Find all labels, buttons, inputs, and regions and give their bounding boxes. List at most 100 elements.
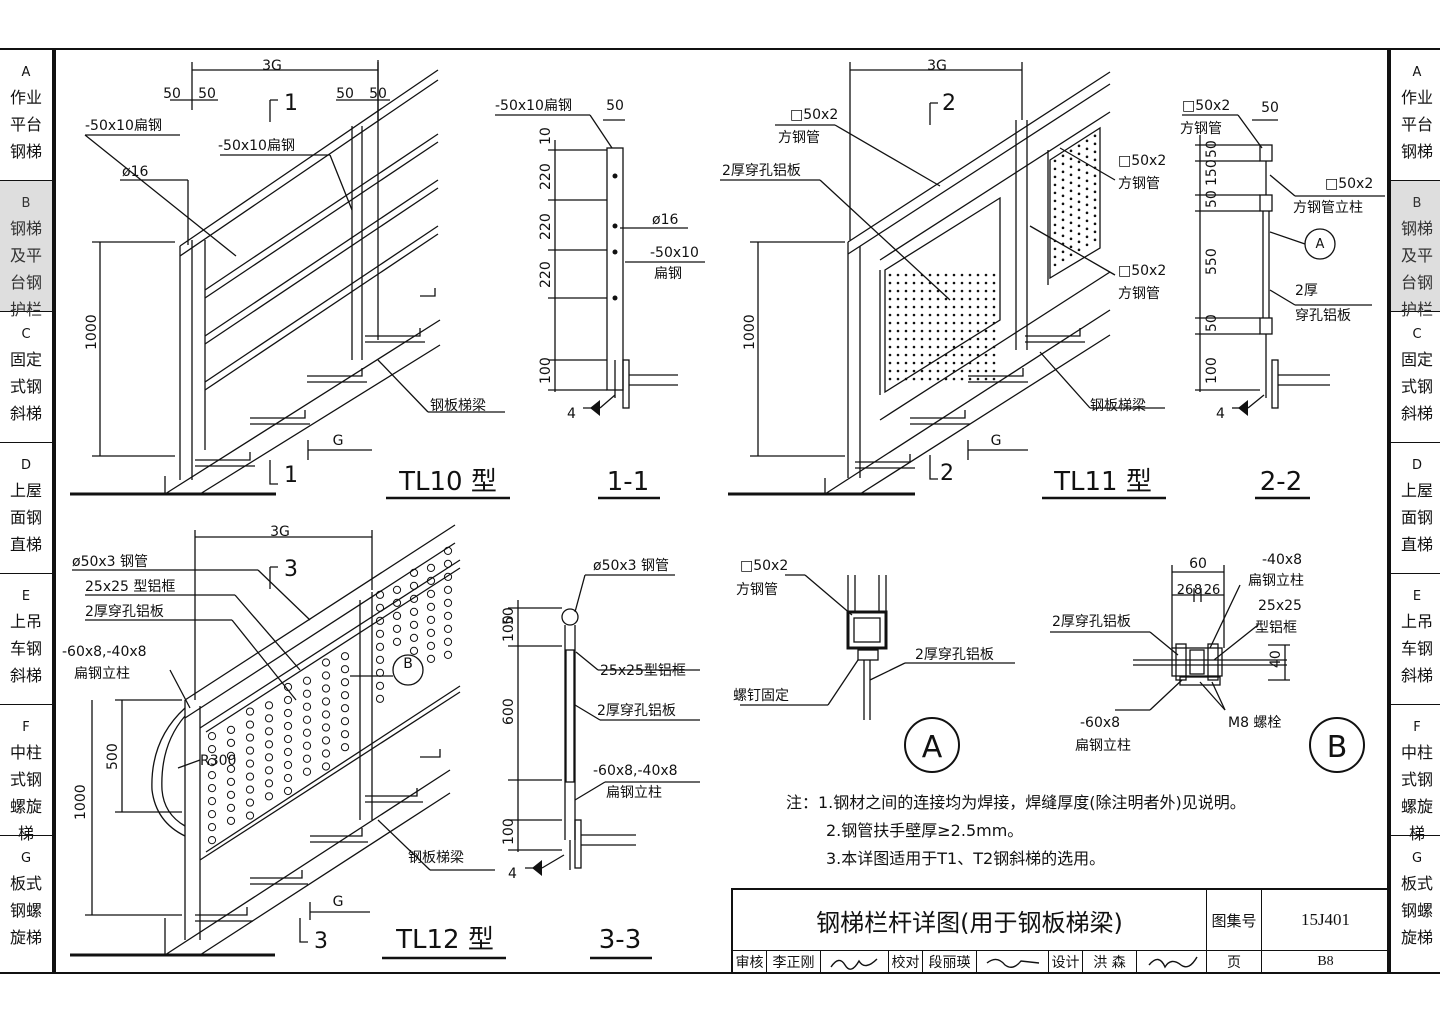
index-tab-line: 式钢	[1400, 770, 1433, 789]
index-tab-line: 旋梯	[1400, 928, 1433, 947]
sec11-label-flat: -50x10扁钢	[495, 98, 572, 114]
sec33-pipe: ø50x3 钢管	[593, 558, 669, 574]
tl10-dim-c: 50	[336, 86, 354, 102]
detail-b-d2: 8	[1194, 583, 1202, 598]
page-label: 页	[1207, 950, 1262, 974]
index-tab-line: 及平	[1400, 246, 1433, 265]
tl10-section-mark-bottom: 1	[284, 463, 298, 488]
index-tab-line: 固定	[9, 350, 42, 369]
detail-a-screw: 螺钉固定	[733, 688, 789, 704]
tl10-title: TL10 型	[398, 467, 497, 497]
sec33-dim-2: 600	[501, 698, 517, 725]
tl10-section-mark-top: 1	[284, 91, 298, 116]
note-1: 注：1.钢材之间的连接均为焊接，焊缝厚度(除注明者外)见说明。	[786, 793, 1246, 812]
detail-b-height: 40	[1268, 650, 1284, 668]
tl10-dim-a: 50	[163, 86, 181, 102]
index-tab-code: A	[1412, 65, 1422, 80]
detail-b-frameb: 型铝框	[1255, 620, 1297, 636]
index-tab-line: 钢梯	[1400, 142, 1433, 161]
index-tab-line: 上吊	[9, 612, 42, 631]
index-tab-line: 上屋	[9, 481, 42, 500]
tl11-tube1b: 方钢管	[778, 130, 820, 146]
index-tab-line: 护栏	[1400, 300, 1433, 319]
sec33-dim-3: 100	[501, 818, 517, 845]
detail-b-flatb: 扁钢立柱	[1248, 573, 1304, 589]
tl12-pipe: ø50x3 钢管	[72, 554, 148, 570]
index-tab-line: 钢梯	[1400, 219, 1433, 238]
atlas-number: 15J401	[1300, 910, 1351, 929]
sec11-width-dim: 50	[606, 98, 624, 114]
detail-b-flata: -40x8	[1262, 552, 1302, 568]
index-tab-line: 台钢	[1400, 273, 1433, 292]
note-2: 2.钢管扶手壁厚≥2.5mm。	[826, 821, 1024, 840]
detail-b-plate: 2厚穿孔铝板	[1052, 614, 1131, 630]
tl12-detail-ref: B	[403, 656, 413, 672]
tl12-g-dim: G	[333, 894, 344, 910]
tl12-radius: R300	[200, 753, 236, 769]
detail-a	[740, 574, 1015, 773]
index-tab-line: 式钢	[1400, 377, 1433, 396]
tl11-beam: 钢板梯梁	[1090, 398, 1146, 414]
index-tab-line: 平台	[9, 115, 42, 134]
sec11-dim-2: 220	[538, 213, 554, 240]
tl11-tube2a: □50x2	[1118, 153, 1166, 169]
tl11-tube3b: 方钢管	[1118, 286, 1160, 302]
tl10-dim-d: 50	[369, 86, 387, 102]
tl11-g-dim: G	[991, 433, 1002, 449]
index-tab-line: 作业	[1400, 88, 1433, 107]
index-tab-line: 及平	[9, 246, 42, 265]
reviewer-signature	[821, 950, 889, 974]
sec33-weld: 4	[508, 866, 517, 882]
tl11-tube2b: 方钢管	[1118, 176, 1160, 192]
tl10-height-dim: 1000	[84, 314, 100, 350]
sec11-weld: 4	[567, 406, 576, 422]
tl10-elevation	[70, 60, 510, 500]
index-tab-line: 钢螺	[1400, 901, 1433, 920]
index-tab-line: 直梯	[1400, 535, 1433, 554]
sec11-label-flat2a: -50x10	[650, 245, 699, 261]
atlas-label: 图集号	[1207, 890, 1262, 950]
index-tab-line: 式钢	[9, 770, 42, 789]
sec22-weld: 4	[1216, 406, 1225, 422]
tl12-postb: 扁钢立柱	[74, 666, 130, 682]
sec22-dim-0: 50	[1204, 140, 1220, 158]
index-tab-code: E	[1412, 589, 1422, 604]
index-tab-line: 车钢	[9, 639, 42, 658]
index-tab-line: 螺旋	[9, 797, 42, 816]
sec11-label-rod: ø16	[652, 212, 678, 228]
sec22-dim-4: 50	[1204, 314, 1220, 332]
tl10-label-flat1: -50x10扁钢	[85, 118, 162, 134]
section-3-3	[508, 574, 700, 960]
index-tab-line: 斜梯	[9, 404, 42, 423]
tl10-label-beam: 钢板梯梁	[430, 398, 486, 414]
sec33-posta: -60x8,-40x8	[593, 763, 678, 779]
index-tab-code: E	[21, 589, 31, 604]
sec11-dim-1: 220	[538, 163, 554, 190]
designer-signature	[1137, 950, 1207, 974]
index-tab-code: F	[22, 720, 30, 735]
index-tab-line: 旋梯	[9, 928, 42, 947]
tl12-posta: -60x8,-40x8	[62, 644, 147, 660]
detail-b-flat2a: -60x8	[1080, 715, 1120, 731]
sec11-dim-3: 220	[538, 261, 554, 288]
title-block: 钢梯栏杆详图(用于钢板梯梁) 图集号 15J401 审核 李正刚 校对 段丽瑛 …	[731, 888, 1389, 974]
index-tab-line: 面钢	[9, 508, 42, 527]
tl10-span-dim: 3G	[262, 58, 282, 74]
tl11-section-mark-top: 2	[942, 91, 956, 116]
index-tab-line: 梯	[1408, 824, 1425, 843]
